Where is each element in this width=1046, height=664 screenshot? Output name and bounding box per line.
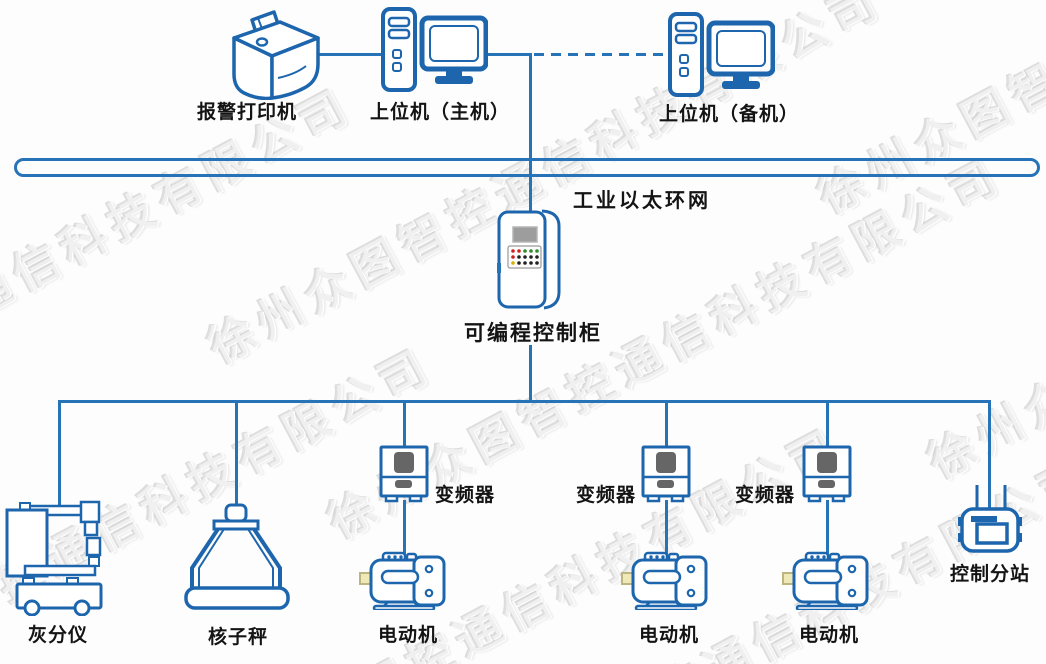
motor-icon bbox=[620, 548, 712, 612]
connector-junction-to-plc bbox=[529, 53, 532, 212]
motor-icon bbox=[358, 548, 450, 612]
connector-plc-to-bus bbox=[529, 345, 532, 402]
vfd-icon bbox=[379, 445, 429, 503]
drop-line-substation bbox=[988, 400, 991, 510]
node-label-motor-3: 电动机 bbox=[798, 624, 860, 646]
node-label-nuclear-scale: 核子秤 bbox=[207, 626, 269, 648]
drop-line-vfd-2 bbox=[665, 400, 668, 449]
desktop-computer-main-icon bbox=[380, 6, 489, 94]
node-label-host-backup: 上位机（备机） bbox=[658, 103, 800, 125]
drop-line-vfd-1 bbox=[403, 400, 406, 449]
connector-vfd2-to-motor2 bbox=[665, 500, 668, 554]
connector-host-to-junction bbox=[487, 53, 532, 56]
field-bus-line bbox=[58, 400, 991, 403]
ethernet-ring bbox=[14, 158, 1040, 177]
desktop-computer-backup-icon bbox=[667, 11, 776, 99]
control-substation-icon bbox=[958, 483, 1022, 553]
ethernet-ring-label: 工业以太环网 bbox=[573, 188, 711, 212]
drop-line-vfd-3 bbox=[826, 400, 829, 449]
node-label-vfd-1: 变频器 bbox=[434, 484, 496, 506]
vfd-icon bbox=[641, 445, 691, 503]
drop-line-ash-analyzer bbox=[58, 400, 61, 507]
node-label-vfd-2: 变频器 bbox=[575, 484, 637, 506]
motor-icon bbox=[781, 548, 873, 612]
printer-icon bbox=[222, 8, 334, 101]
connector-vfd1-to-motor1 bbox=[403, 500, 406, 554]
node-label-host-main: 上位机（主机） bbox=[369, 101, 511, 123]
ash-analyzer-icon bbox=[5, 500, 110, 617]
connector-dashed-to-backup bbox=[534, 53, 670, 56]
plc-cabinet-icon bbox=[496, 208, 564, 310]
watermark-text: 徐州众图智控通信科技有限公司 bbox=[408, 446, 1046, 664]
watermark-text: 徐州众图智控通信科技有限公司 bbox=[0, 76, 362, 480]
watermark-text: 徐州众图智控通信科技有限公司 bbox=[808, 0, 1046, 225]
watermark-text: 徐州众图智控通信科技有限公司 bbox=[918, 86, 1046, 490]
node-label-plc-cabinet: 可编程控制柜 bbox=[464, 321, 602, 345]
node-label-motor-1: 电动机 bbox=[377, 624, 439, 646]
node-label-motor-2: 电动机 bbox=[638, 624, 700, 646]
connector-printer-to-host bbox=[297, 53, 385, 56]
vfd-icon bbox=[802, 445, 852, 503]
nuclear-scale-icon bbox=[184, 502, 296, 610]
node-label-control-substation: 控制分站 bbox=[949, 563, 1031, 585]
drop-line-nuclear-scale bbox=[235, 400, 238, 510]
node-label-vfd-3: 变频器 bbox=[734, 484, 796, 506]
connector-vfd3-to-motor3 bbox=[826, 500, 829, 554]
node-label-alarm-printer: 报警打印机 bbox=[196, 101, 298, 123]
node-label-ash-analyzer: 灰分仪 bbox=[27, 624, 89, 646]
